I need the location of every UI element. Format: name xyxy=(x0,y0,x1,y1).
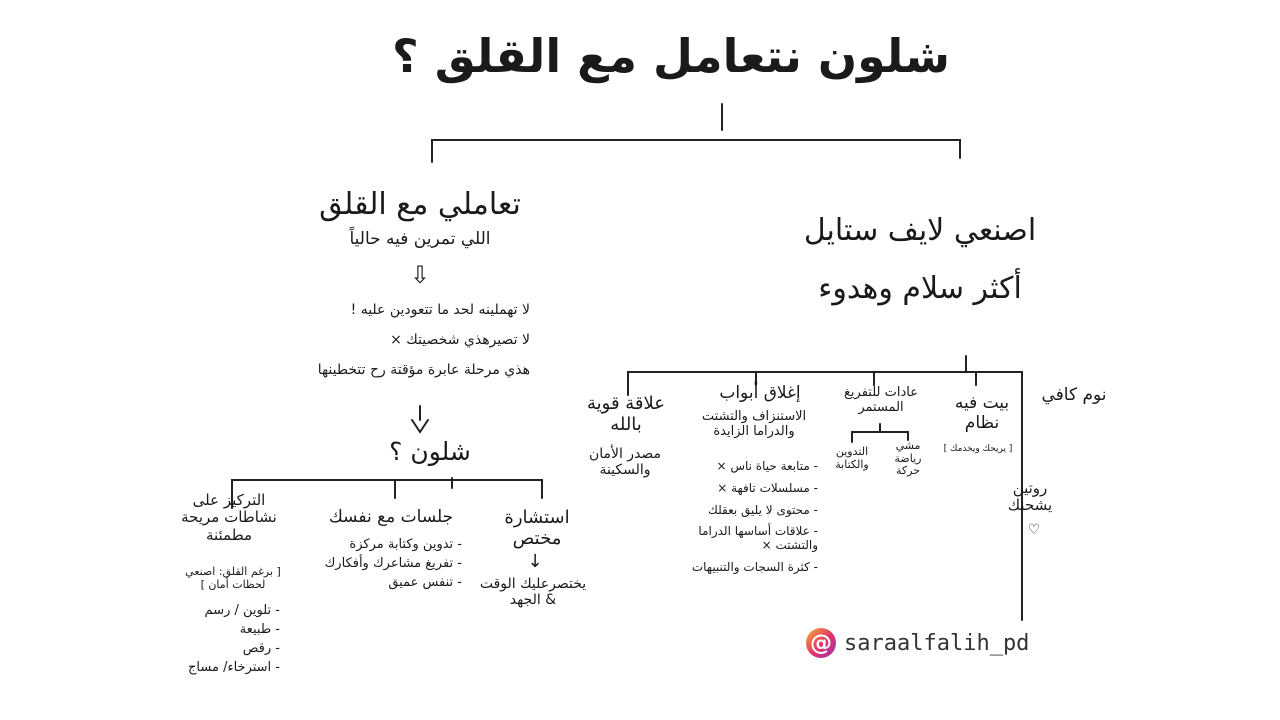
sessions-item-1: - تدوين وكتابة مركزة xyxy=(349,537,462,552)
doors-list: - متابعة حياة ناس × - مسلسلات تافهة × - … xyxy=(672,459,818,579)
focus-item-3: - رقص xyxy=(242,640,280,656)
left-branch xyxy=(231,479,543,509)
doors-title: إغلاق أبواب xyxy=(719,383,801,403)
doors-subtitle: الاستنزاف والتشتت والدراما الزايدة xyxy=(701,409,807,439)
left-question: شلون ؟ xyxy=(389,437,471,466)
left-note-1: لا تهملينه لحد ما تتعودين عليه ! xyxy=(350,302,530,318)
home-title: بيت فيه نظام xyxy=(954,393,1010,433)
sleep-title: نوم كافي xyxy=(1041,385,1107,405)
down-arrow-icon: ⇩ xyxy=(409,261,431,289)
instagram-handle[interactable]: @ saraalfalih_pd xyxy=(806,628,1029,658)
left-note-2: لا تصيرهذي شخصيتك × xyxy=(390,332,530,349)
right-heading: اصنعي لايف ستايل xyxy=(803,213,1037,248)
doors-item-1: - متابعة حياة ناس × xyxy=(716,459,818,473)
left-heading: تعاملي مع القلق xyxy=(319,187,521,222)
focus-bracket: [ برغم القلق: اصنعي لحظات أمان ] xyxy=(185,565,281,591)
sessions-title: جلسات مع نفسك xyxy=(328,507,454,527)
focus-title: التركيز على نشاطات مريحة مطمئنة xyxy=(181,491,277,544)
home-note: [ يريحك ويخدمك ] xyxy=(943,444,1013,454)
doors-item-4: - علاقات أساسها الدراما والتشتت × xyxy=(698,524,818,553)
home-routine: روتين يشحنك xyxy=(1007,479,1053,515)
focus-item-1: - تلوين / رسم xyxy=(204,603,280,618)
left-subheading: اللي تمرين فيه حالياً xyxy=(349,229,491,249)
left-note-3: هذي مرحلة عابرة مؤقتة رح تتخطينها xyxy=(317,362,530,379)
consult-title: استشارة مختص xyxy=(504,507,570,549)
focus-item-2: - طبيعة xyxy=(239,621,280,637)
left-arrow-2 xyxy=(411,405,429,434)
focus-list: - تلوين / رسم - طبيعة - رقص - استرخاء/ م… xyxy=(168,603,280,680)
habits-sub-1: التدوين والكتابة xyxy=(835,445,869,471)
god-subtitle: مصدر الأمان والسكينة xyxy=(588,446,662,479)
page-title: شلون نتعامل مع القلق ؟ xyxy=(392,29,950,83)
title-branch xyxy=(431,139,961,163)
god-title: علاقة قوية بالله xyxy=(586,393,666,435)
focus-item-4: - استرخاء/ مساج xyxy=(188,659,280,675)
sessions-item-2: - تفريغ مشاعرك وأفكارك xyxy=(324,555,462,571)
habits-branch xyxy=(851,431,909,443)
right-subheading: أكثر سلام وهدوء xyxy=(818,271,1022,306)
consult-note: يختصرعليك الوقت & الجهد xyxy=(479,576,587,609)
habits-title: عادات للتفريغ المستمر xyxy=(844,385,918,415)
instagram-at-icon: @ xyxy=(806,628,836,658)
habits-sub-2: مشي رياضة حركة xyxy=(894,439,922,478)
instagram-handle-text: saraalfalih_pd xyxy=(844,630,1030,656)
consult-arrow-icon: ↓ xyxy=(527,551,543,572)
left-notes: لا تهملينه لحد ما تتعودين عليه ! لا تصير… xyxy=(290,302,530,382)
doors-item-3: - محتوى لا يليق بعقلك xyxy=(707,502,818,517)
doors-item-5: - كثرة السجات والتنبيهات xyxy=(691,559,818,574)
sessions-list: - تدوين وكتابة مركزة - تفريغ مشاعرك وأفك… xyxy=(312,537,462,595)
sessions-item-3: - تنفس عميق xyxy=(388,574,462,590)
doors-item-2: - مسلسلات تافهة × xyxy=(717,480,818,495)
heart-icon: ♡ xyxy=(1027,522,1041,538)
